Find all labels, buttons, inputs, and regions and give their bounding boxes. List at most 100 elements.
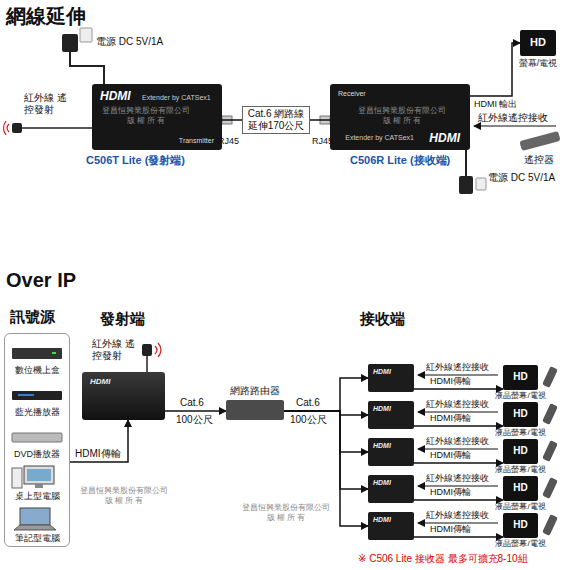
device-caption: 螢幕/電視 <box>480 58 570 69</box>
connector <box>414 536 503 538</box>
screen-text: HD <box>463 371 570 383</box>
power-adapter <box>459 176 473 194</box>
brand-logo: HDMI <box>373 479 391 487</box>
ir-emitter <box>142 344 152 356</box>
distance-label: 100公尺 <box>290 414 327 426</box>
column-heading: 發射端 <box>100 310 145 328</box>
ir-receive-line <box>418 448 498 449</box>
remote-control <box>542 514 558 536</box>
pc-tower-icon <box>12 468 22 488</box>
distance-label: 100公尺 <box>176 414 213 426</box>
ir-cable <box>146 356 148 372</box>
remote-control <box>542 403 558 425</box>
led <box>52 352 56 354</box>
screen-text: HD <box>463 408 570 420</box>
tv-monitor: HD液晶螢幕/電視 <box>503 513 538 538</box>
panel-text: Receiver <box>338 90 366 98</box>
ir-receive-line <box>418 522 498 523</box>
power-cable <box>465 150 467 176</box>
brand-logo: HDMI <box>90 377 110 387</box>
connector <box>414 425 503 427</box>
connector <box>70 420 128 462</box>
source-device: 藍光播放器 <box>6 382 68 420</box>
source-device: 筆記型電腦 <box>6 508 68 546</box>
ir-receive-line <box>418 374 498 375</box>
edge-label: HDMI傳輸 <box>75 448 121 460</box>
laptop-base-icon <box>14 525 56 530</box>
brand-logo: HDMI <box>429 131 460 145</box>
source-device: 數位機上盒 <box>6 340 68 378</box>
section-heading: Over IP <box>6 268 76 292</box>
connector <box>414 462 503 464</box>
edge-label: Cat.6 <box>180 397 204 409</box>
receiver-box: HDMI <box>368 475 414 503</box>
monitor-stand <box>35 484 43 488</box>
receiver-box: HDMI <box>368 438 414 466</box>
edge-label: HDMI 輸出 <box>474 99 518 110</box>
receiver-box: HDMI <box>368 512 414 540</box>
ir-label: 紅外線遙控接收 <box>426 437 489 447</box>
wall-socket <box>80 28 92 42</box>
model-text: Extender by CATSex1 <box>142 94 211 102</box>
power-label: 電源 DC 5V/1A <box>488 172 555 184</box>
network-router: 網路路由器 <box>226 400 284 420</box>
footnote: ※ C506 Lite 接收器 最多可擴充8-10組 <box>358 553 528 565</box>
edge-label: HDMI傳輸 <box>430 451 471 461</box>
brand-logo: HDMI <box>373 368 391 376</box>
remote-control <box>542 440 558 462</box>
power-adapter <box>62 34 78 52</box>
screen-text: HD <box>463 482 570 494</box>
device-caption: C506T Lite (發射端) <box>86 154 185 167</box>
watermark: 登昌恒興業股份有限公司 版 權 所 有 <box>78 486 170 505</box>
ir-waves <box>155 343 161 357</box>
bluray-icon <box>12 391 62 400</box>
ir-receive-line <box>418 485 498 486</box>
ir-label: 紅外線遙控接收 <box>426 363 489 373</box>
ir-label: 紅外線遙控接收 <box>426 400 489 410</box>
edge-label: HDMI傳輸 <box>430 414 471 424</box>
brand-logo: HDMI <box>373 516 391 524</box>
edge-label: HDMI傳輸 <box>430 525 471 535</box>
device-caption: C506R Lite (接收端) <box>350 154 450 167</box>
port-label: RJ45 <box>312 136 333 147</box>
connector <box>470 43 520 96</box>
remote-control <box>542 477 558 499</box>
power-cable <box>70 52 104 84</box>
connector <box>414 499 503 501</box>
cable-label: Cat.6 <box>296 397 320 409</box>
source-device: 桌上型電腦 <box>6 466 68 504</box>
receiver-box: HDMI <box>368 401 414 429</box>
connector <box>414 388 503 390</box>
tv-monitor: HD液晶螢幕/電視 <box>503 439 538 464</box>
wall-socket <box>476 178 486 190</box>
watermark: 登昌恒興業股份有限公司 版 權 所 有 <box>100 106 192 125</box>
led <box>18 394 34 396</box>
device-caption: 網路路由器 <box>186 385 324 397</box>
watermark: 登昌恒興業股份有限公司 版 權 所 有 <box>356 106 448 125</box>
set-top-box-icon <box>12 348 62 359</box>
brand-logo: HDMI <box>373 442 391 450</box>
diagram-title: 網線延伸 <box>6 4 86 28</box>
device-caption: 筆記型電腦 <box>0 533 108 544</box>
device-caption: 液晶螢幕/電視 <box>463 539 570 549</box>
connector <box>284 411 368 452</box>
ir-cable <box>22 127 92 129</box>
port-label: RJ45 <box>218 136 239 147</box>
receiver-box: HDMI <box>368 364 414 392</box>
edge-label: HDMI傳輸 <box>430 488 471 498</box>
ir-label: 紅外線 遙控發射 <box>92 338 136 362</box>
screen <box>27 469 51 481</box>
ir-label: 紅外線 遙控發射 <box>24 92 68 116</box>
screen-text: HD <box>463 519 570 531</box>
tv-monitor: HD液晶螢幕/電視 <box>503 365 538 390</box>
edge-label: HDMI傳輸 <box>430 377 471 387</box>
ir-label: 紅外線遙控接收 <box>426 511 489 521</box>
dvd-icon <box>12 433 62 442</box>
remote-control <box>519 131 560 151</box>
model-text: Extender by CATSex1 <box>345 134 414 142</box>
tv-monitor: HD螢幕/電視 <box>520 30 556 56</box>
ir-waves <box>4 121 10 135</box>
connector <box>165 410 226 412</box>
